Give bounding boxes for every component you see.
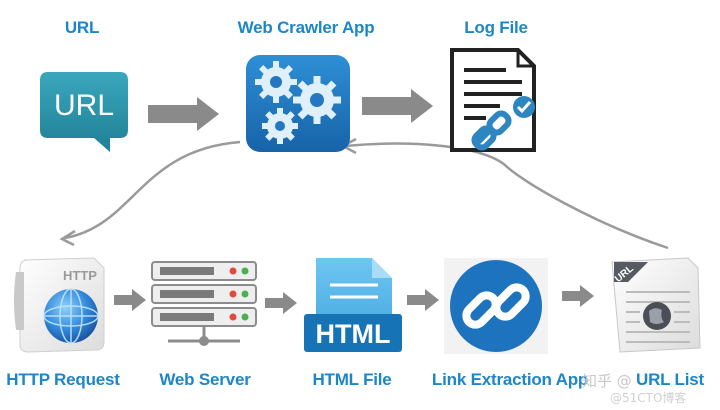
- http-request-label: HTTP Request: [6, 370, 120, 389]
- link-extraction-icon: [444, 258, 548, 354]
- http-icon-text: HTTP: [63, 268, 97, 283]
- http-request-icon: HTTP: [14, 257, 105, 353]
- gears-icon: [246, 55, 350, 152]
- log-file-label: Log File: [464, 18, 528, 37]
- arrow-url-to-crawler: [148, 97, 219, 131]
- url-list-label: URL List: [636, 370, 704, 389]
- watermark-zhihu: 知乎 @: [582, 372, 632, 390]
- web-server-icon: [151, 261, 257, 346]
- html-file-label: HTML File: [312, 370, 392, 389]
- url-list-icon: URL: [611, 257, 701, 353]
- web-crawler-app-label: Web Crawler App: [237, 18, 375, 37]
- url-bubble-icon: URL: [40, 72, 128, 152]
- curve-arrow-urllist-to-crawler: [340, 137, 669, 250]
- html-icon-text: HTML: [316, 319, 391, 349]
- link-extraction-app-label: Link Extraction App: [431, 370, 589, 389]
- curve-arrow-crawler-to-http: [59, 140, 241, 247]
- arrow-server-to-html: [265, 292, 297, 314]
- arrow-crawler-to-log: [362, 89, 433, 123]
- url-bubble-text: URL: [54, 89, 114, 122]
- arrow-http-to-server: [114, 289, 146, 311]
- url-label: URL: [64, 18, 100, 37]
- web-server-label: Web Server: [159, 370, 251, 389]
- arrow-html-to-link: [407, 289, 439, 311]
- html-file-icon: HTML: [304, 258, 402, 352]
- watermark-51cto: @51CTO博客: [610, 391, 687, 405]
- log-file-icon: [450, 48, 536, 152]
- arrow-link-to-urllist: [562, 285, 594, 307]
